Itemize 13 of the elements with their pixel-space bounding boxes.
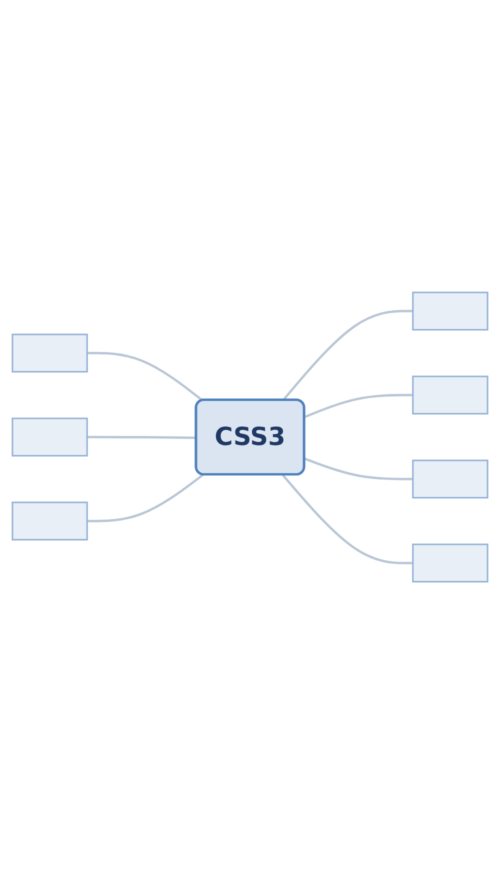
node-box [412,460,488,499]
connector [87,474,204,523]
node-box [412,376,488,415]
node-box [12,334,88,373]
node-box [12,418,88,457]
node-box [412,292,488,331]
connector [304,458,413,481]
connector [304,394,413,418]
connector [87,352,204,402]
connector [282,474,413,565]
node-box [12,502,88,541]
node-box [412,544,488,583]
connector [87,436,197,440]
